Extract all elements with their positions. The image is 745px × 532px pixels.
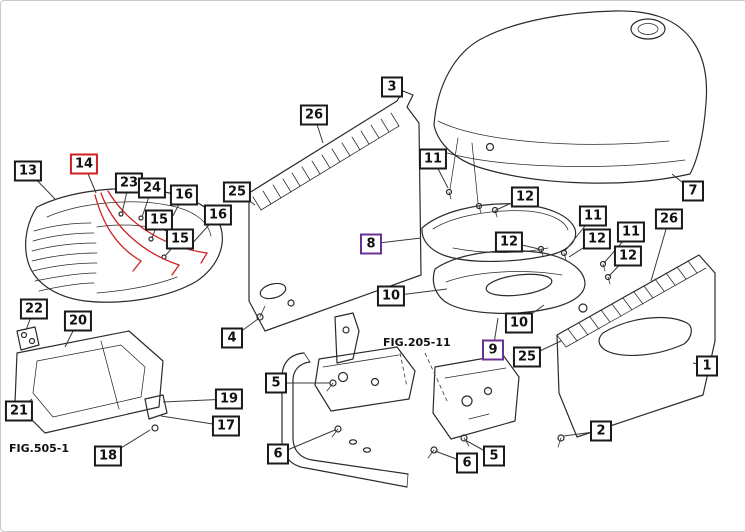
callout-5-b[interactable]: 5 [483,445,505,467]
callout-24[interactable]: 24 [137,177,167,199]
fig-ref-205-11: FIG.205-11 [383,336,451,349]
hood-art [433,10,708,184]
callout-11-a[interactable]: 11 [418,148,448,170]
callout-26-a[interactable]: 26 [299,104,329,126]
center-support-frame-art [256,305,520,488]
lower-frame-art [14,326,168,434]
lower-grille-panel-art [432,245,612,314]
callout-12-b[interactable]: 12 [494,231,524,253]
callout-22[interactable]: 22 [19,298,49,320]
callout-2[interactable]: 2 [590,420,612,442]
callout-14[interactable]: 14 [69,153,99,175]
callout-11-b[interactable]: 11 [578,205,608,227]
callout-17[interactable]: 17 [211,415,241,437]
red-trim-part-art [94,190,208,276]
callout-11-c[interactable]: 11 [616,221,646,243]
callout-19[interactable]: 19 [214,388,244,410]
callout-10-b[interactable]: 10 [504,312,534,334]
callout-20[interactable]: 20 [63,310,93,332]
callout-21[interactable]: 21 [4,400,34,422]
callout-12-c[interactable]: 12 [582,228,612,250]
callout-16-a[interactable]: 16 [169,184,199,206]
callout-12-d[interactable]: 12 [613,245,643,267]
callout-5-a[interactable]: 5 [265,372,287,394]
callout-7[interactable]: 7 [682,180,704,202]
callout-15-b[interactable]: 15 [165,228,195,250]
callout-18[interactable]: 18 [93,445,123,467]
right-side-panel-art [556,254,716,448]
callout-6-b[interactable]: 6 [456,452,478,474]
callout-12-a[interactable]: 12 [510,186,540,208]
callout-1[interactable]: 1 [696,355,718,377]
callout-26-b[interactable]: 26 [654,208,684,230]
callout-10-a[interactable]: 10 [376,285,406,307]
callout-13[interactable]: 13 [13,160,43,182]
callout-25-b[interactable]: 25 [512,346,542,368]
callout-3[interactable]: 3 [381,76,403,98]
callout-4[interactable]: 4 [221,327,243,349]
callout-6-a[interactable]: 6 [267,443,289,465]
callout-9[interactable]: 9 [482,339,504,361]
callout-25-a[interactable]: 25 [222,181,252,203]
fig-ref-505-1: FIG.505-1 [9,442,69,455]
callout-16-b[interactable]: 16 [203,204,233,226]
alignment-lines [399,137,479,404]
callout-15-a[interactable]: 15 [144,209,174,231]
callout-8[interactable]: 8 [360,233,382,255]
